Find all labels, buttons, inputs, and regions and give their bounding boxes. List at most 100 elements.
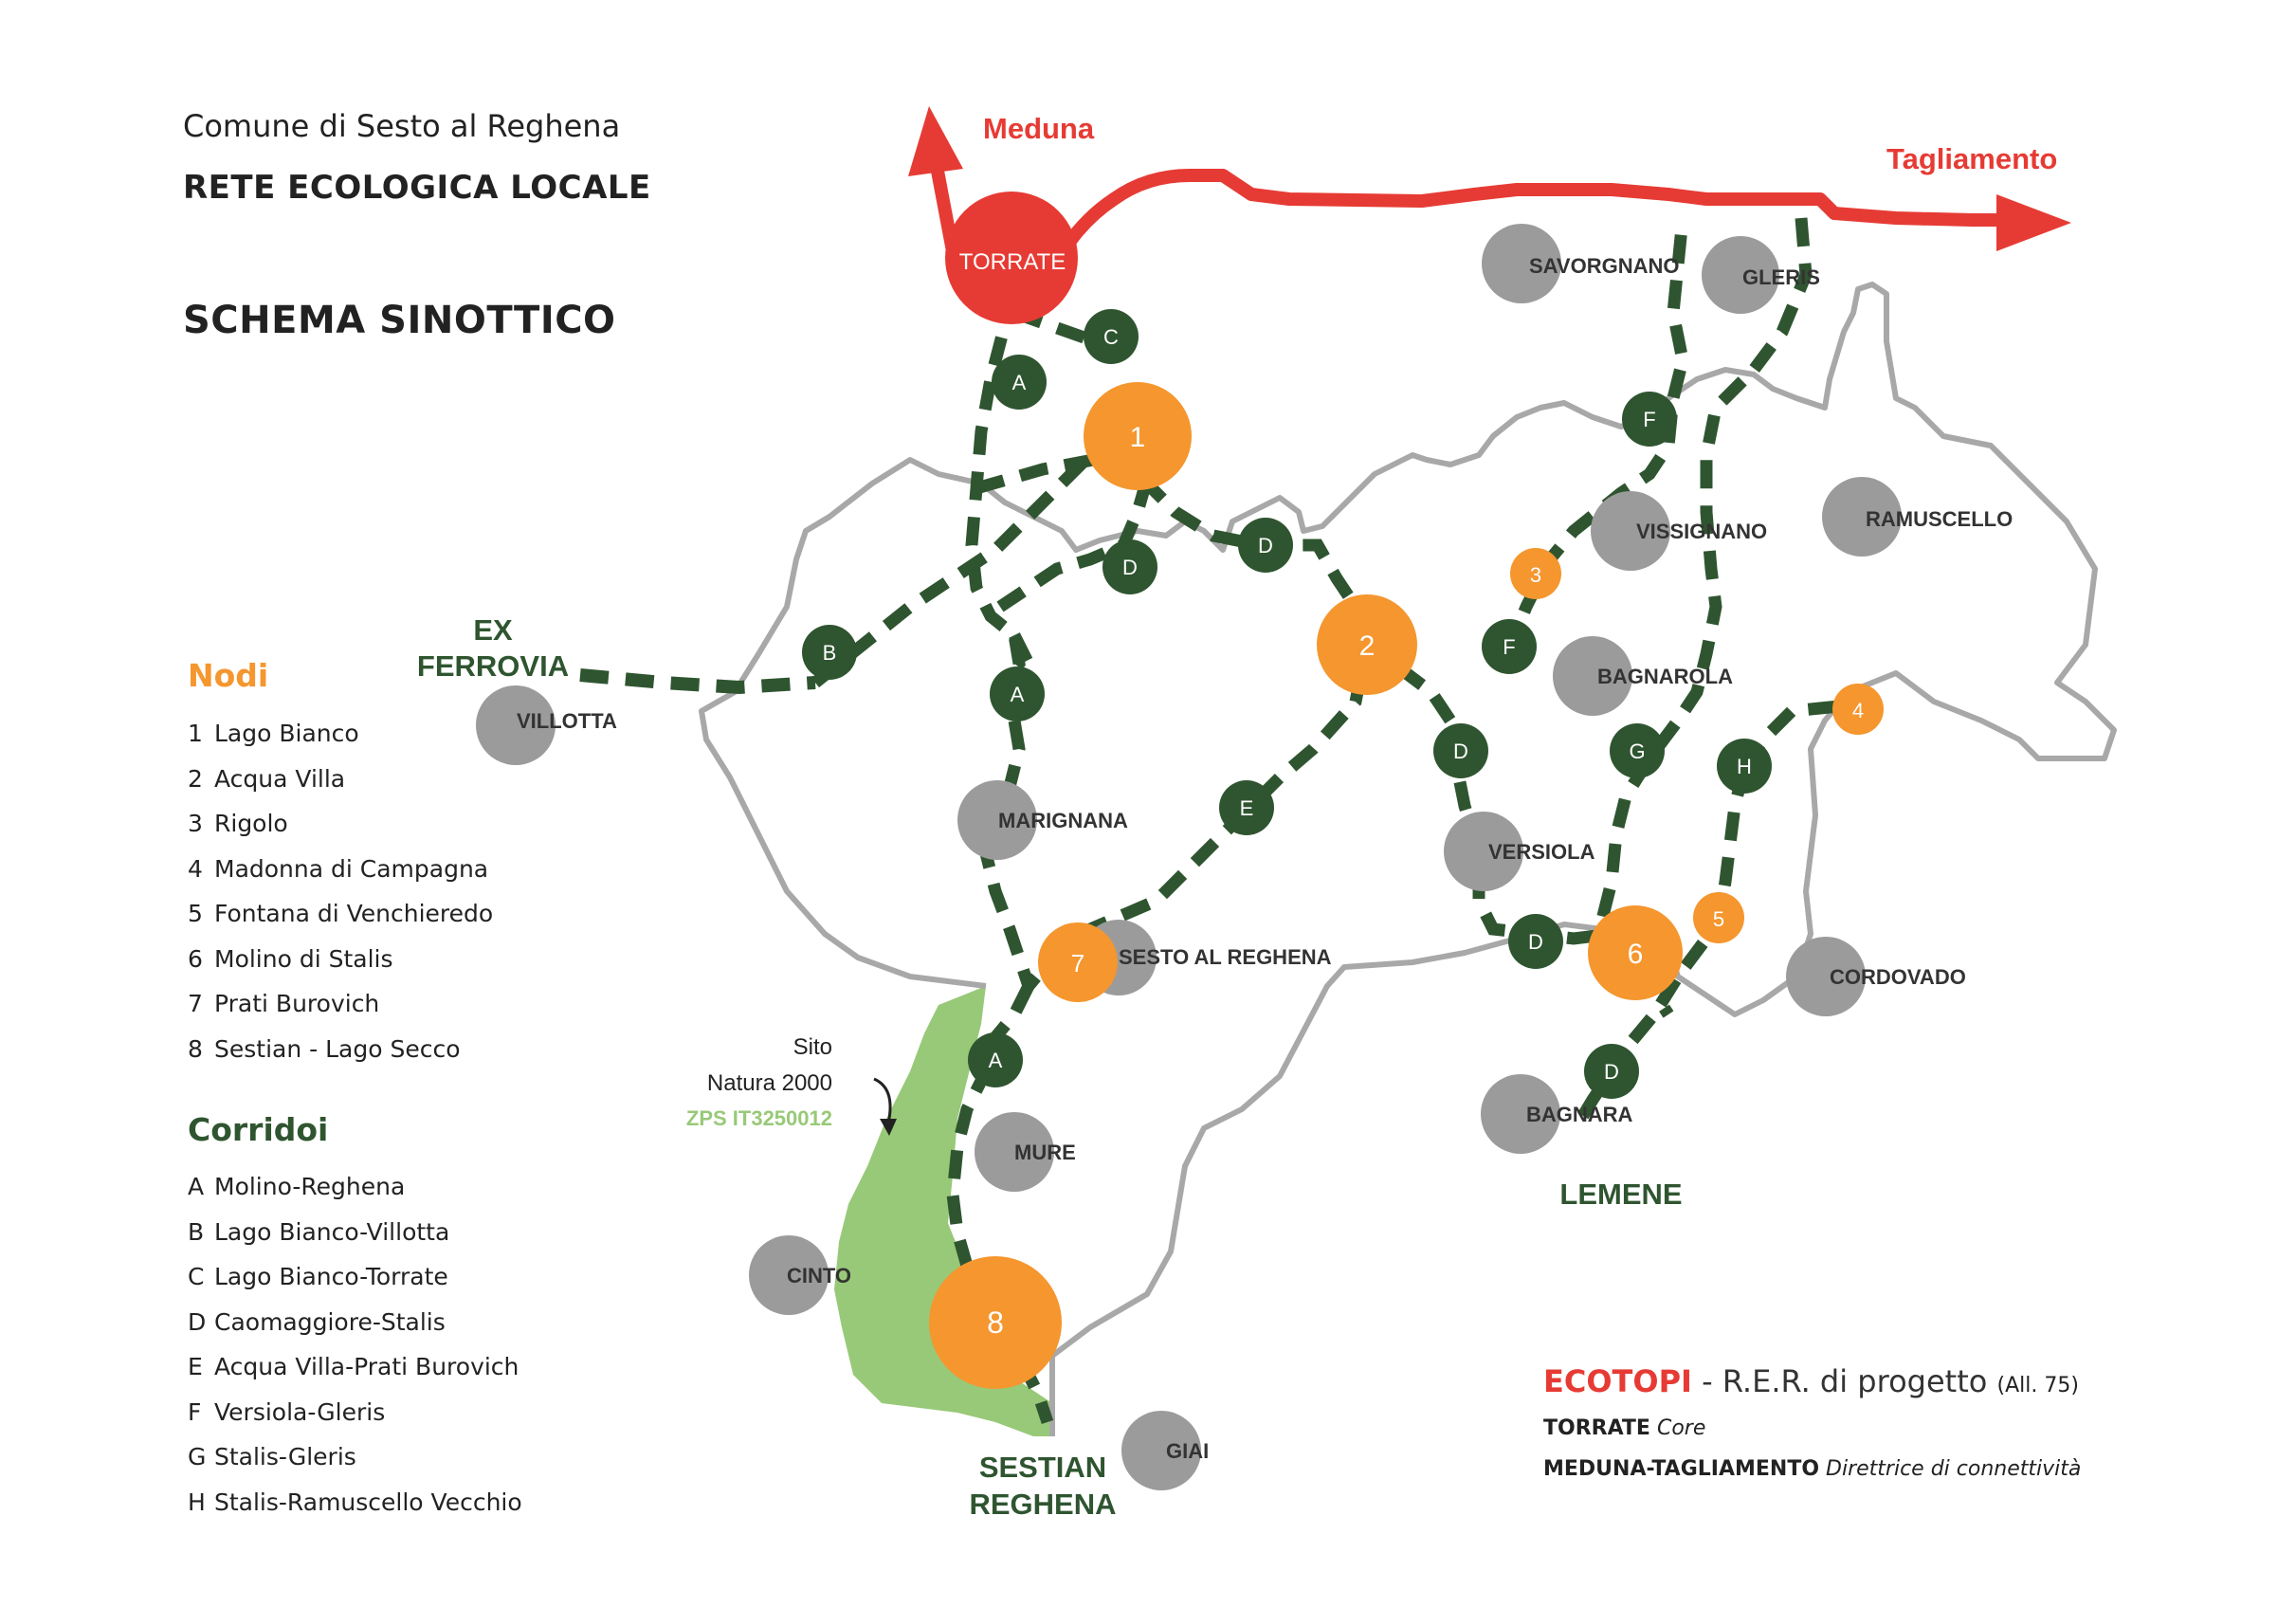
corridor-marker-label: H: [1737, 755, 1752, 778]
corridor-marker: [1482, 619, 1537, 674]
place-marker-cordovado: [1786, 937, 1866, 1016]
node-3-marker: [1510, 548, 1561, 599]
place-label-bagnarola: BAGNAROLA: [1597, 665, 1733, 688]
corridor-marker: [1508, 914, 1563, 969]
place-label-cinto: CINTO: [787, 1264, 851, 1287]
corridors-legend-title: Corridoi: [188, 1111, 329, 1148]
corridor-marker-label: E: [1240, 796, 1254, 820]
place-label-giai: GIAI: [1166, 1439, 1209, 1463]
node-3-label: 3: [1530, 563, 1541, 587]
place-label-savorgnano: SAVORGNANO: [1529, 254, 1680, 278]
schema-title: SCHEMA SINOTTICO: [183, 299, 616, 342]
corridor-marker-label: F: [1503, 635, 1515, 659]
node-4-marker: [1832, 684, 1884, 735]
place-label-villotta: VILLOTTA: [517, 709, 617, 733]
place-marker-bagnara: [1481, 1074, 1560, 1154]
place-marker-villotta: [476, 685, 556, 765]
corridor-marker-label: D: [1122, 556, 1138, 579]
node-1-label: 1: [1130, 422, 1146, 453]
node-2-marker: [1317, 594, 1417, 695]
lemene-label: LEMENE: [1559, 1178, 1682, 1211]
corridor-marker-label: A: [1012, 371, 1027, 394]
natura-code-label: ZPS IT3250012: [686, 1106, 832, 1130]
place-marker-ramuscello: [1822, 477, 1902, 557]
ecotopi-label: ECOTOPI: [1543, 1363, 1692, 1399]
ex-ferrovia-label-2: FERROVIA: [417, 649, 569, 683]
node-8-marker: [929, 1256, 1062, 1389]
corridor-marker-label: A: [1011, 683, 1025, 706]
corridor-marker: [1084, 309, 1139, 364]
place-marker-vissignano: [1591, 491, 1670, 571]
natura-arrow: [873, 1077, 892, 1124]
corridor-marker: [990, 667, 1045, 721]
corridor-marker: [1433, 723, 1488, 778]
natura-2000-area: [834, 986, 1052, 1436]
corridor-marker-label: G: [1629, 740, 1645, 763]
corridor-markers: [802, 309, 1772, 1099]
torrate-label: TORRATE: [959, 249, 1066, 275]
corridor-marker-label: A: [989, 1049, 1003, 1072]
corridor-marker-label: D: [1258, 534, 1273, 557]
place-label-marignana: MARIGNANA: [998, 809, 1128, 832]
corridor-marker-label: C: [1103, 325, 1119, 349]
ex-ferrovia-label-1: EX: [473, 613, 513, 647]
tagliamento-label: Tagliamento: [1886, 142, 2057, 175]
sestian-label-1: SESTIAN: [979, 1451, 1106, 1484]
corridor-marker: [968, 1032, 1023, 1087]
node-4-label: 4: [1852, 699, 1864, 722]
direttrice-name: MEDUNA-TAGLIAMENTO: [1543, 1457, 1820, 1481]
ecotopi-core-row: TORRATE Core: [1543, 1416, 2081, 1440]
core-name: TORRATE: [1543, 1416, 1650, 1440]
place-markers: [476, 224, 1902, 1490]
place-label-bagnara: BAGNARA: [1526, 1103, 1633, 1126]
node-8-label: 8: [987, 1306, 1004, 1340]
place-label-cordovado: CORDOVADO: [1830, 965, 1966, 989]
direttrice-desc: Direttrice di connettività: [1826, 1457, 2082, 1481]
core-desc: Core: [1656, 1416, 1706, 1440]
place-marker-giai: [1121, 1411, 1201, 1490]
node-1-marker: [1084, 382, 1192, 490]
natura-arrowhead: [880, 1119, 897, 1136]
place-label-vissignano: VISSIGNANO: [1636, 520, 1767, 543]
place-label-versiola: VERSIOLA: [1488, 840, 1595, 864]
node-7-label: 7: [1071, 949, 1084, 977]
corridor-marker-label: D: [1604, 1060, 1619, 1084]
corridor-marker: [992, 355, 1047, 410]
municipality-title: Comune di Sesto al Reghena: [183, 108, 621, 144]
network-title: RETE ECOLOGICA LOCALE: [183, 169, 651, 207]
corridor-marker: [1219, 780, 1274, 835]
torrate-core-node: [945, 192, 1078, 324]
place-marker-mure: [975, 1112, 1054, 1192]
place-marker-savorgnano: [1482, 224, 1561, 303]
meduna-tagliamento-river: [908, 106, 2071, 258]
ecotopi-text: - R.E.R. di progetto: [1691, 1363, 1997, 1399]
place-marker-versiola: [1444, 812, 1523, 891]
ecological-nodes: [929, 382, 1884, 1389]
node-5-marker: [1693, 892, 1744, 943]
ecotopi-direttrice-row: MEDUNA-TAGLIAMENTO Direttrice di connett…: [1543, 1457, 2081, 1481]
natura-label-1: Sito: [793, 1034, 832, 1060]
corridor-marker-label: D: [1528, 930, 1543, 954]
place-marker-cinto: [749, 1235, 829, 1315]
corridor-marker: [1622, 392, 1677, 447]
sestian-label-2: REGHENA: [969, 1488, 1116, 1521]
corridor-marker: [1610, 723, 1665, 778]
place-marker-gleris: [1702, 236, 1779, 314]
node-6-marker: [1588, 905, 1683, 1000]
node-6-label: 6: [1628, 939, 1644, 970]
place-marker-bagnarola: [1553, 636, 1632, 716]
